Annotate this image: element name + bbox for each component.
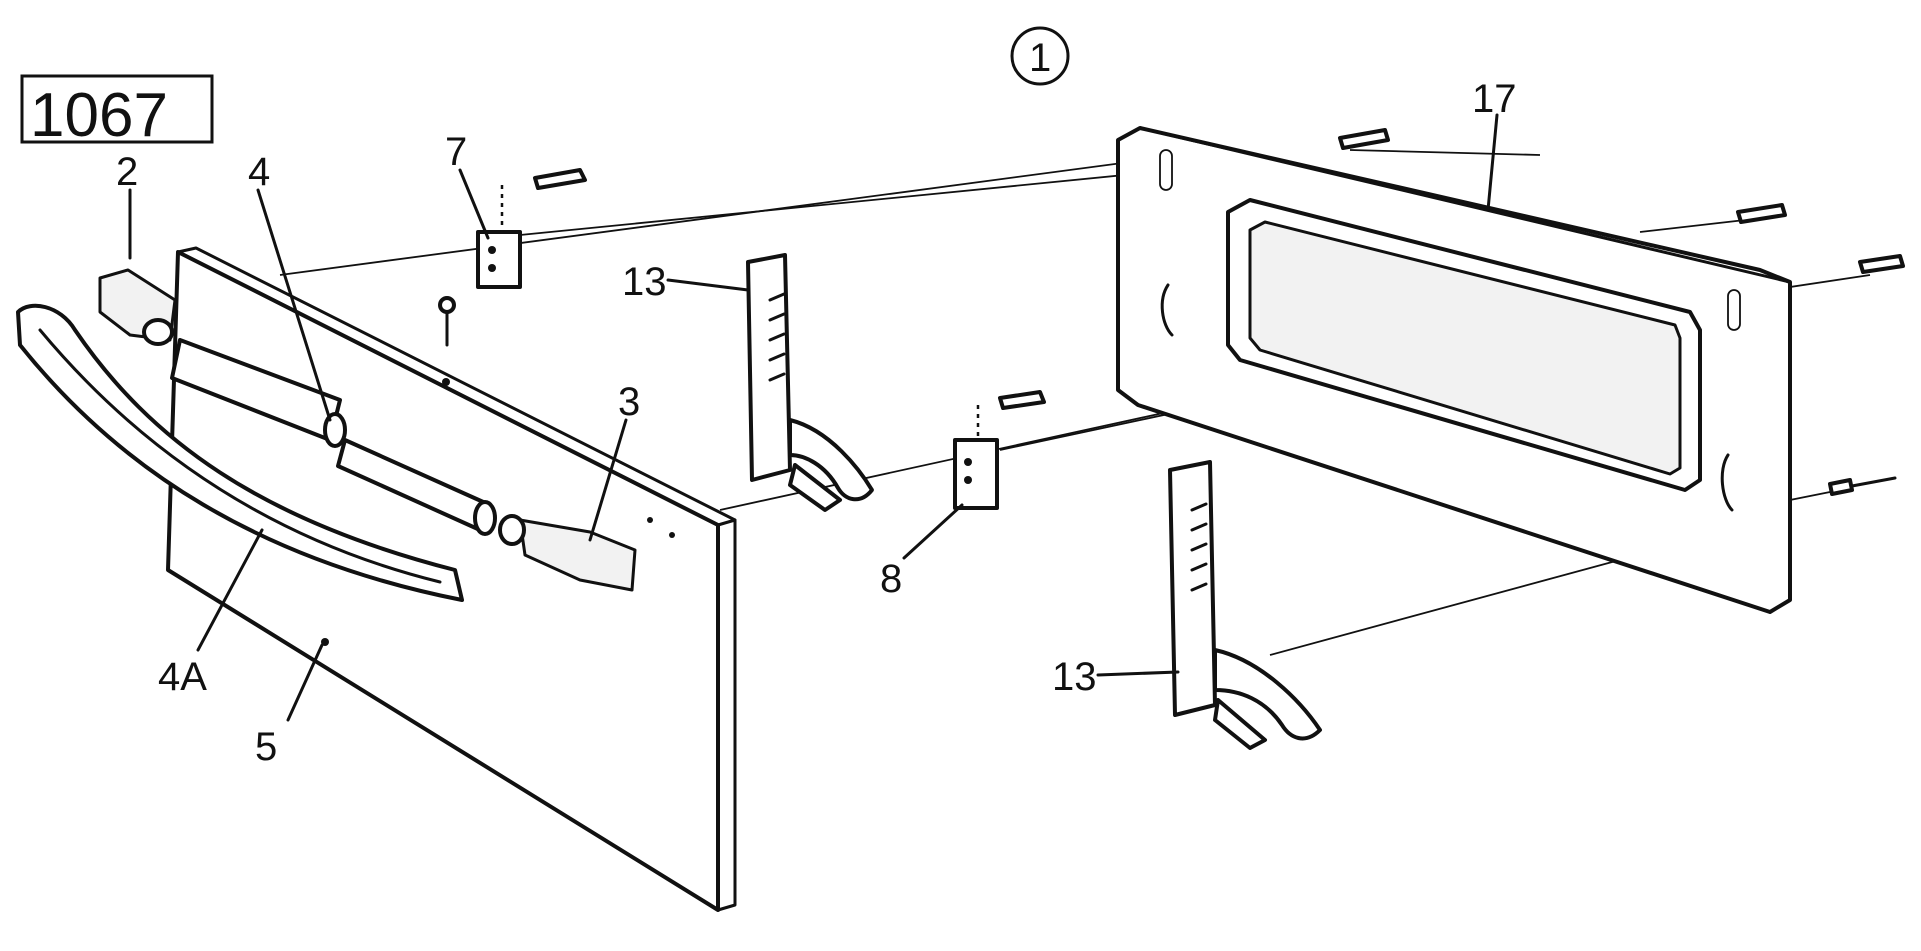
hinge-bracket-top: [476, 168, 587, 289]
callout-4A: 4A: [158, 655, 207, 699]
screw-panel: [438, 296, 456, 347]
callout-17: 17: [1472, 77, 1517, 121]
hinge-upper: [746, 253, 874, 512]
callout-3: 3: [618, 380, 640, 424]
frame-screws: [1338, 128, 1905, 496]
callout-4: 4: [248, 150, 270, 194]
diagram-code: 1067: [30, 81, 168, 150]
end-cap-right: [498, 514, 637, 592]
callout-13-upper: 13: [622, 260, 667, 304]
diagram-code-box: 1067: [20, 74, 214, 150]
hinge-lower: [1168, 460, 1322, 750]
inner-door-frame: [1116, 126, 1792, 614]
callout-2: 2: [116, 150, 138, 194]
end-cap-left: [98, 268, 177, 346]
callout-7: 7: [445, 130, 467, 174]
callout-leaders: [128, 113, 1499, 722]
callout-8: 8: [880, 557, 902, 601]
assembly-number: 1: [1029, 36, 1051, 80]
curved-handle: [16, 303, 464, 602]
handle-bar: [170, 338, 497, 536]
assembly-number-marker: 1: [1010, 26, 1070, 86]
callout-labels: 2 4 7 13 3 4A 5 8 17 13: [116, 77, 1517, 769]
hinge-bracket-bottom: [953, 390, 1046, 510]
callout-13-lower: 13: [1052, 655, 1097, 699]
callout-5: 5: [255, 725, 277, 769]
